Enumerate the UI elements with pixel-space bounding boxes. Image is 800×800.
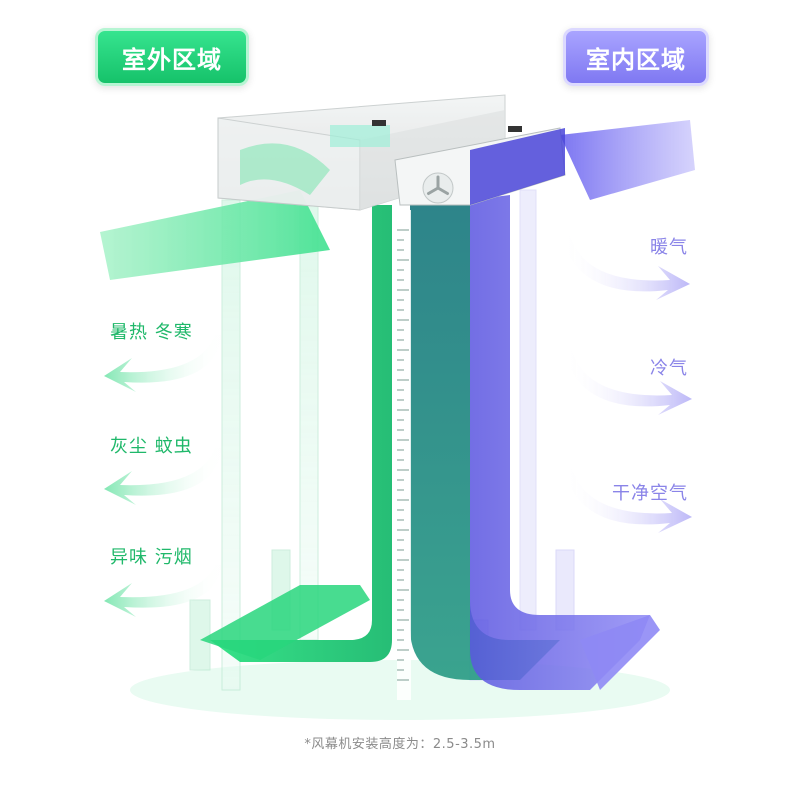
fan-logo-icon — [422, 172, 454, 204]
indoor-label-heating: 暖气 — [650, 237, 688, 258]
internal-airflow — [240, 143, 330, 195]
outdoor-arrow-left-icon — [104, 335, 222, 392]
indoor-arrow-right-icon — [563, 235, 690, 300]
indoor-air-inflow — [560, 120, 695, 200]
outdoor-label-heat-cold: 暑热 冬寒 — [110, 322, 193, 343]
purple-floor-edge — [580, 615, 660, 690]
indoor-label-clean-air: 干净空气 — [612, 483, 688, 504]
indoor-label-cooling: 冷气 — [650, 358, 688, 379]
indoor-zone-badge: 室内区域 — [563, 28, 709, 86]
door-frame — [189, 189, 575, 691]
teal-air-curtain — [410, 205, 560, 680]
installation-height-note: *风幕机安装高度为：2.5-3.5m — [304, 737, 496, 752]
outdoor-arrow-left-icon — [104, 448, 222, 505]
indoor-arrow-right-icon — [565, 350, 692, 415]
height-ruler — [397, 210, 411, 700]
green-floor-flow — [200, 585, 370, 660]
outdoor-air-inflow — [100, 190, 330, 280]
outdoor-zone-badge: 室外区域 — [95, 28, 249, 86]
purple-air-curtain — [470, 195, 650, 690]
outdoor-arrow-left-icon — [104, 565, 222, 617]
indoor-arrows — [563, 235, 692, 533]
outdoor-arrows — [104, 335, 222, 617]
indoor-arrow-right-icon — [565, 468, 692, 533]
green-air-curtain — [210, 205, 392, 662]
outdoor-label-odor-smoke: 异味 污烟 — [110, 547, 193, 568]
outdoor-label-dust-insects: 灰尘 蚊虫 — [110, 436, 193, 457]
air-curtain-unit — [217, 94, 566, 211]
